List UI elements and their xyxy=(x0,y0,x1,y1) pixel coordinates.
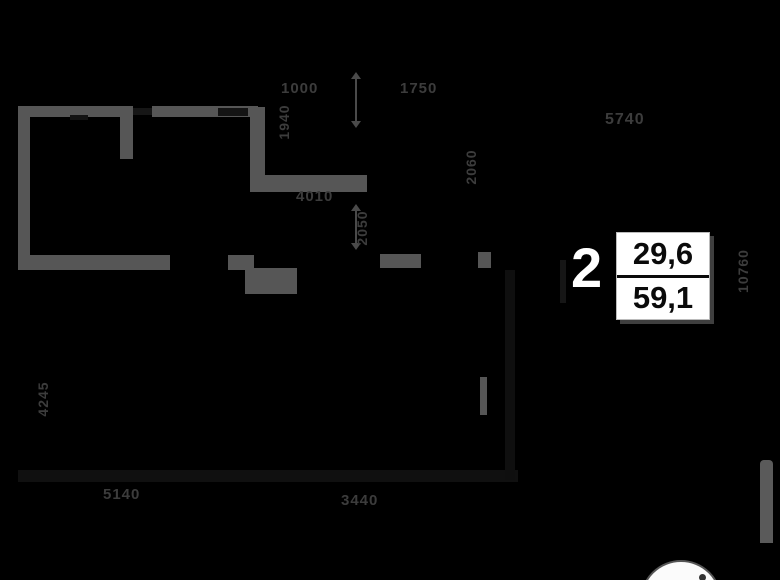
dim-label-bottom-mid: 3440 xyxy=(341,492,379,509)
compass-circle-icon xyxy=(640,560,722,580)
dim-label-top-left: 1000 xyxy=(281,80,319,97)
dim-label-vert-2: 2060 xyxy=(463,149,479,185)
area-info-box: 29,6 59,1 xyxy=(616,232,710,320)
faint-bottom-wall xyxy=(18,470,518,482)
window-gap-line xyxy=(133,108,152,115)
wall-mid-horizontal xyxy=(250,175,367,192)
total-area-value: 59,1 xyxy=(632,280,694,316)
wall-bottom-c xyxy=(380,254,421,268)
arrow-up-icon xyxy=(351,72,361,79)
rooms-count: 2 xyxy=(571,236,603,299)
dim-label-vert-3: 2050 xyxy=(354,210,370,246)
area-box-divider xyxy=(617,274,709,278)
dim-label-vert-5: 4245 xyxy=(35,381,51,417)
arrow-down-icon xyxy=(351,121,361,128)
dim-label-vert-1: 1940 xyxy=(276,104,292,140)
wall-room1-right xyxy=(120,117,133,159)
window-marks-top xyxy=(218,108,248,116)
faint-partition xyxy=(560,260,566,303)
wall-fragment-mid xyxy=(480,377,487,415)
window-sill-ticks xyxy=(70,115,88,120)
wall-top-mid xyxy=(152,106,258,117)
dim-label-mid: 4010 xyxy=(296,188,334,205)
wall-right-bar xyxy=(760,460,773,543)
wall-stub-below xyxy=(245,268,297,294)
wall-mid-vertical xyxy=(250,107,265,192)
dim-line-top xyxy=(355,79,357,121)
arrow-down-icon xyxy=(351,243,361,250)
dim-label-vert-4: 10760 xyxy=(735,249,751,293)
dim-label-right-top: 5740 xyxy=(605,111,645,128)
living-area-value: 29,6 xyxy=(632,235,694,271)
wall-bottom-a xyxy=(18,255,170,270)
wall-bottom-d xyxy=(478,252,491,268)
compass-dot xyxy=(699,574,706,580)
arrow-up-icon xyxy=(351,204,361,211)
dim-line-mid xyxy=(355,211,357,243)
dim-label-bottom-left: 5140 xyxy=(103,486,141,503)
wall-bottom-b xyxy=(228,255,254,270)
dim-label-top-right: 1750 xyxy=(400,80,438,97)
wall-top-left xyxy=(18,106,133,117)
wall-left-outer xyxy=(18,106,30,270)
faint-right-wall xyxy=(505,270,515,480)
